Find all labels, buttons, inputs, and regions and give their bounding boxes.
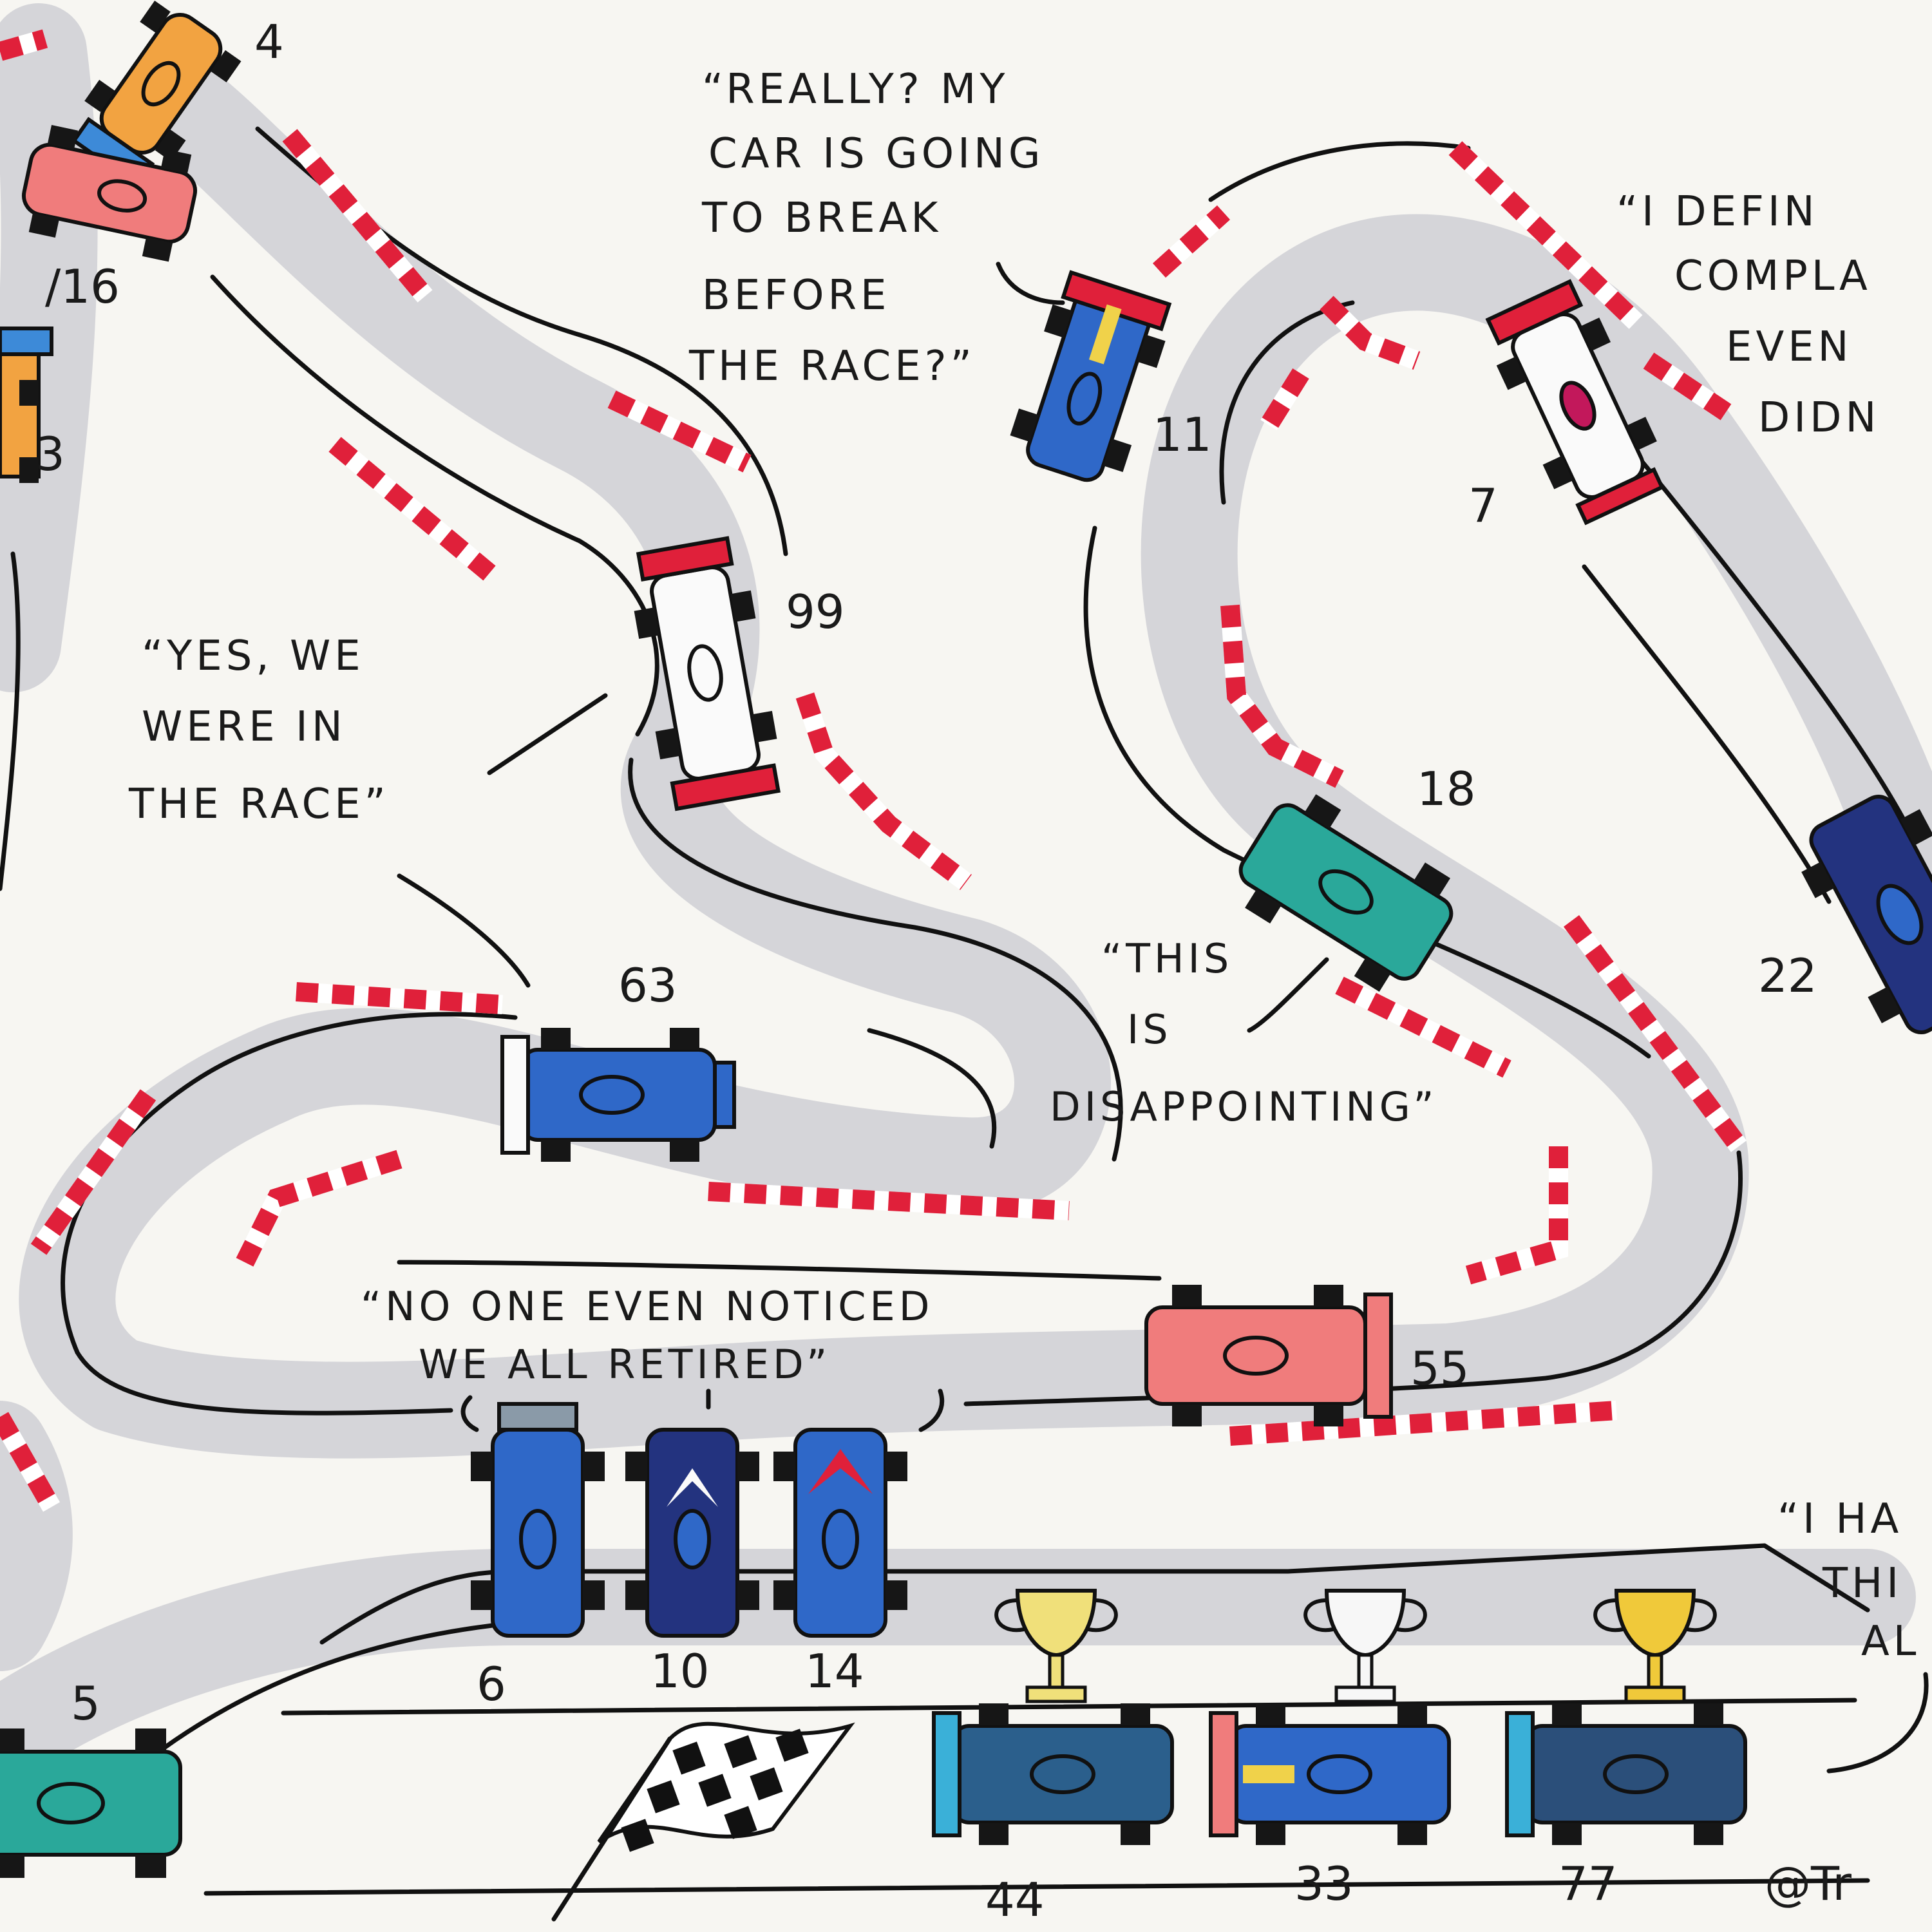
car-3-partial [0, 327, 53, 483]
car-7-white [1485, 279, 1665, 526]
car-99-white [634, 536, 781, 811]
car-number: 18 [1417, 762, 1476, 816]
quote-line: AL [1861, 1618, 1920, 1665]
quote-line: “YES, WE [142, 632, 365, 680]
car-number: 44 [985, 1873, 1045, 1927]
car-33-podium [1209, 1703, 1451, 1845]
car-10-navy [625, 1428, 759, 1638]
speech-pointers [397, 261, 1929, 1774]
car-number: 3 [35, 427, 65, 481]
car-number: 63 [618, 958, 677, 1012]
car-number: 99 [786, 585, 845, 639]
car-number: 14 [805, 1644, 864, 1698]
car-44-podium [932, 1703, 1174, 1845]
quote-line: EVEN [1726, 323, 1853, 371]
quote-line: THI [1822, 1560, 1902, 1607]
quote-line: TO BREAK [701, 194, 942, 242]
quote-line: THE RACE?” [688, 343, 976, 390]
car-number: 10 [650, 1644, 710, 1698]
quote-line: “NO ONE EVEN NOTICED [361, 1283, 933, 1330]
car-number: 7 [1468, 478, 1498, 533]
quote-line: IS [1127, 1006, 1172, 1053]
quote-line: “I DEFIN [1616, 188, 1819, 236]
quote-line: DIDN [1758, 394, 1880, 442]
quote-line: “THIS [1101, 935, 1233, 982]
quote-line: WE ALL RETIRED” [419, 1341, 831, 1388]
car-number: 4 [254, 15, 284, 69]
car-6-blue [471, 1402, 605, 1638]
car-14-blue-red [773, 1428, 907, 1638]
car-16-pink [21, 124, 198, 262]
trophy-gold-icon [994, 1589, 1118, 1703]
car-number: 77 [1558, 1857, 1618, 1911]
trophy-gold-icon [1593, 1589, 1717, 1703]
red-white-curbs [0, 29, 1747, 1512]
car-number: /16 [45, 260, 120, 314]
quote-line: “REALLY? MY [702, 66, 1009, 113]
car-number: 22 [1758, 949, 1817, 1003]
car-number: 33 [1294, 1857, 1354, 1911]
quote-line: “I HA [1777, 1495, 1902, 1543]
checkered-flag-icon [551, 1721, 855, 1922]
quote-line: WERE IN [142, 703, 346, 751]
trophy-silver-icon [1303, 1589, 1427, 1703]
car-63-blue [500, 1028, 736, 1162]
car-18-teal [1238, 794, 1454, 992]
car-number: 6 [477, 1657, 506, 1711]
car-55-pink [1144, 1285, 1393, 1426]
quote-yes: “YES, WE WERE IN THE RACE” [128, 632, 390, 828]
quote-disappointing: “THIS IS DISAPPOINTING” [1050, 935, 1438, 1130]
quote-line: BEFORE [702, 272, 890, 319]
quote-line: COMPLA [1674, 252, 1871, 300]
car-number: 5 [71, 1676, 100, 1730]
car-77-podium [1505, 1703, 1747, 1845]
quote-definitely: “I DEFIN COMPLA EVEN DIDN [1616, 188, 1880, 442]
quote-line: CAR IS GOING [708, 130, 1044, 178]
car-22-navy [1801, 795, 1932, 1034]
quote-no-one: “NO ONE EVEN NOTICED WE ALL RETIRED” [361, 1283, 933, 1388]
car-5-teal [0, 1728, 182, 1878]
quote-really: “REALLY? MY CAR IS GOING TO BREAK BEFORE… [688, 66, 1044, 390]
artist-signature: @Tr [1765, 1857, 1852, 1911]
quote-i-ha: “I HA THI AL [1777, 1495, 1920, 1665]
car-number: 11 [1153, 408, 1212, 462]
quote-line: THE RACE” [128, 781, 390, 828]
race-track [0, 3, 1932, 1787]
quote-line: DISAPPOINTING” [1050, 1083, 1438, 1130]
car-numbers: 4 /16 3 11 7 99 18 22 63 55 6 10 14 5 44… [35, 15, 1817, 1927]
car-11-blue [1010, 270, 1172, 482]
car-number: 55 [1410, 1341, 1470, 1396]
